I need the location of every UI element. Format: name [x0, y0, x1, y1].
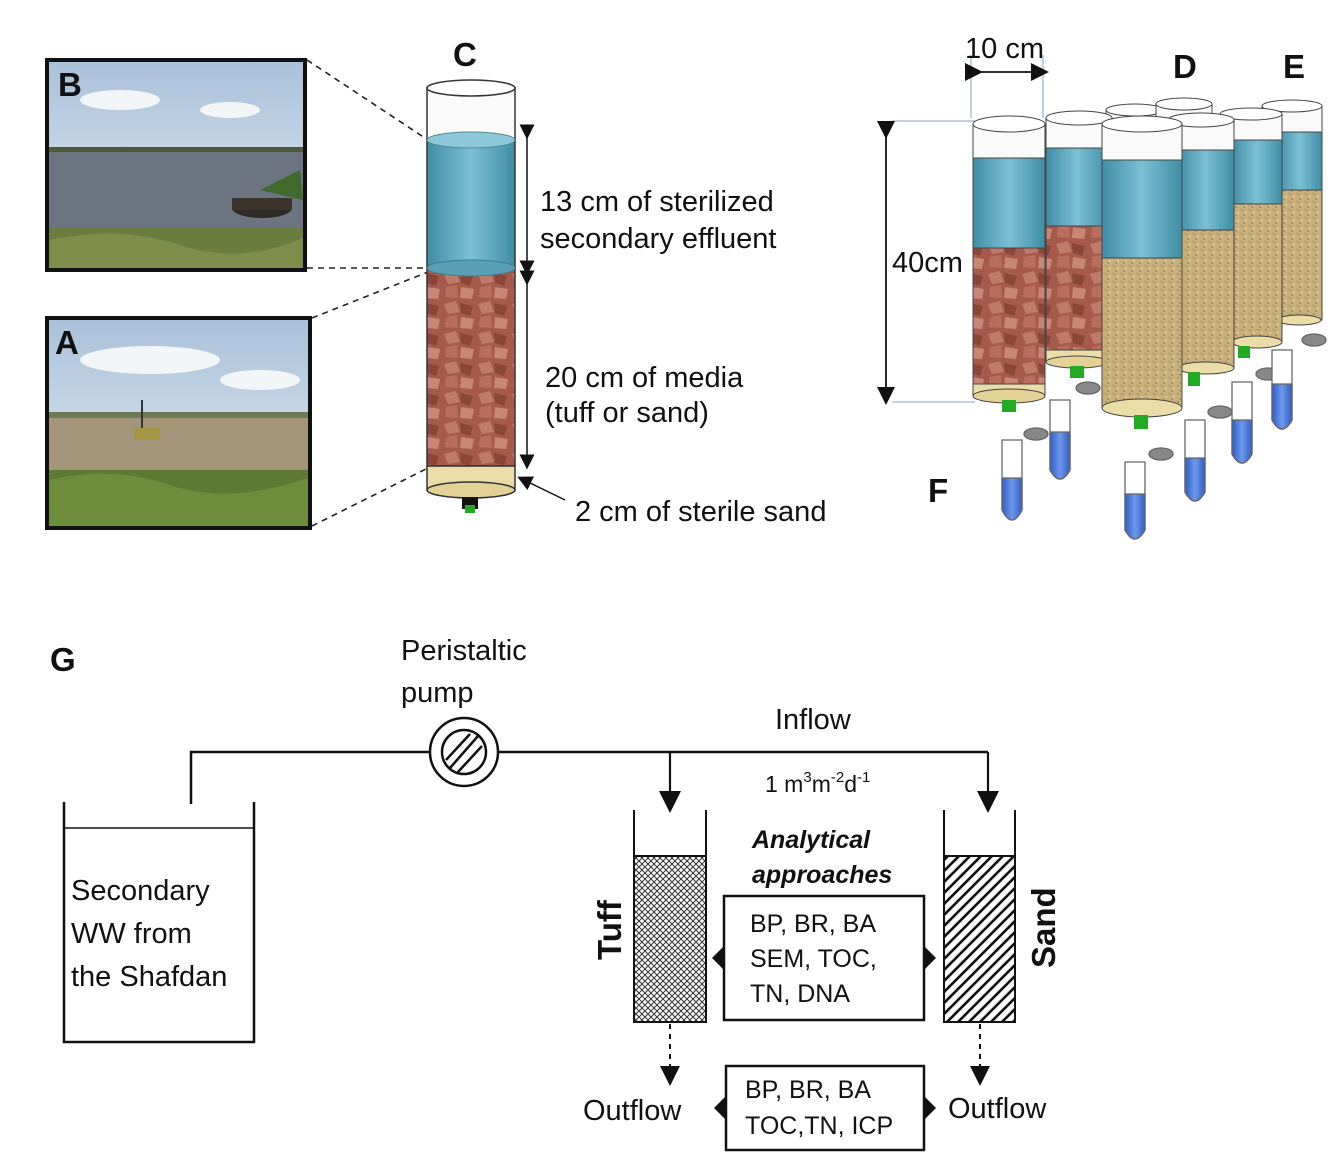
label-f: F — [928, 472, 948, 509]
tank-label-line2: WW from — [71, 918, 192, 950]
schematic-g: G Secondary WW from the Shafdan Peristal… — [50, 635, 1062, 1152]
column-e-front — [1101, 115, 1183, 429]
analytical-label-line2: approaches — [752, 861, 892, 889]
test-tube-1 — [1001, 427, 1049, 521]
photo-a: A — [45, 316, 312, 530]
label-d: D — [1173, 48, 1197, 85]
water-label-line2: secondary effluent — [540, 223, 776, 255]
media-label-line2: (tuff or sand) — [545, 397, 709, 429]
box1-line3: TN, DNA — [750, 980, 850, 1008]
photo-b: B — [45, 58, 307, 272]
test-tube-6 — [1271, 333, 1327, 430]
tuff-label: Tuff — [591, 899, 628, 960]
tuff-column — [633, 810, 707, 1023]
test-tube-2 — [1049, 381, 1101, 480]
analytical-label-line1: Analytical — [751, 826, 871, 854]
label-b: B — [58, 66, 82, 103]
test-tube-5 — [1231, 367, 1281, 464]
tank — [62, 802, 256, 1044]
columns-de: D E F 10 cm 40cm — [877, 33, 1327, 540]
pump-label-line2: pump — [401, 677, 474, 709]
analysis-box-upper: BP, BR, BA SEM, TOC, TN, DNA — [712, 894, 936, 1022]
water-label-line1: 13 cm of sterilized — [540, 186, 774, 218]
label-c: C — [453, 36, 477, 73]
column-e-right — [1219, 107, 1283, 358]
tank-label-line3: the Shafdan — [71, 961, 227, 993]
inflow-label: Inflow — [775, 704, 852, 736]
height-label: 40cm — [892, 247, 963, 279]
column-e-mid — [1167, 112, 1235, 386]
label-e: E — [1283, 48, 1305, 85]
peristaltic-pump-icon — [428, 716, 500, 788]
photo-connectors — [306, 59, 429, 527]
column-c: C 13 cm of sterilized secondary effluent… — [426, 36, 826, 528]
label-a: A — [55, 324, 79, 361]
sterile-sand-label: 2 cm of sterile sand — [575, 496, 826, 528]
loading-rate-label: 1 m3m-2d-1 — [765, 769, 870, 797]
media-label-line1: 20 cm of media — [545, 362, 744, 394]
sand-label: Sand — [1025, 887, 1062, 968]
test-tube-4 — [1184, 405, 1233, 502]
pump-label-line1: Peristaltic — [401, 635, 527, 667]
column-d-front — [972, 115, 1046, 412]
tank-label-line1: Secondary — [71, 875, 210, 907]
label-g: G — [50, 641, 76, 678]
outflow-right-label: Outflow — [948, 1093, 1047, 1125]
outflow-left-label: Outflow — [583, 1095, 682, 1127]
box2-line2: TOC,TN, ICP — [745, 1112, 893, 1140]
box1-line2: SEM, TOC, — [750, 945, 877, 973]
box1-line1: BP, BR, BA — [750, 910, 876, 938]
box2-line1: BP, BR, BA — [745, 1076, 871, 1104]
sand-column — [943, 810, 1016, 1023]
test-tube-3 — [1124, 447, 1174, 540]
analysis-box-lower: BP, BR, BA TOC,TN, ICP — [714, 1064, 936, 1152]
width-label: 10 cm — [965, 33, 1044, 65]
test-tubes — [1001, 333, 1327, 540]
